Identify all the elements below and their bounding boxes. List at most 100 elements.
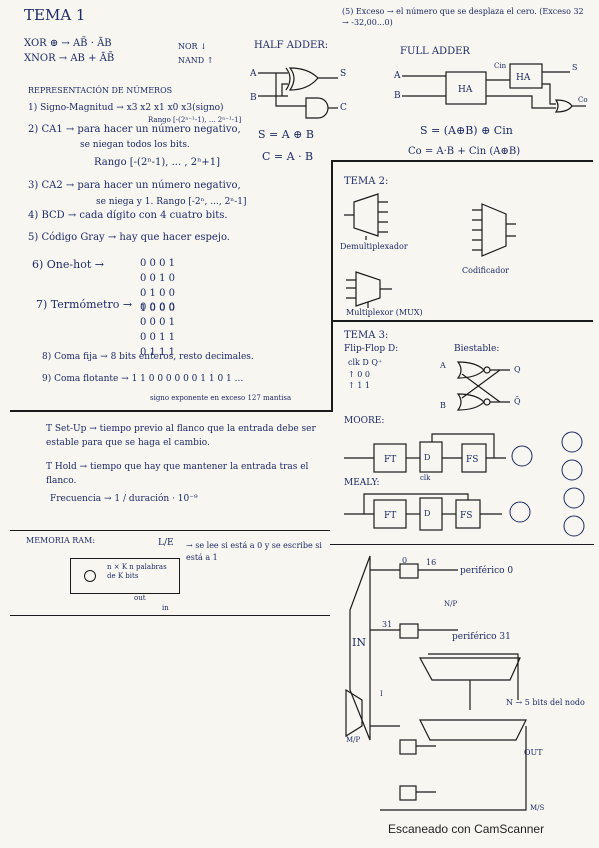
flipflop-header: clk D Q⁺ (348, 358, 383, 367)
full-adder-title: FULL ADDER (400, 46, 470, 57)
half-adder-sum: S = A ⊕ B (258, 128, 314, 141)
svg-text:D: D (424, 453, 430, 462)
coder-label: Codificador (462, 266, 509, 275)
ram-input-icon (84, 570, 96, 582)
mux-label: Multiplexor (MUX) (346, 308, 423, 317)
moore-title: MOORE: (344, 416, 385, 426)
ram-le: L/E (158, 538, 174, 548)
repr-9: 9) Coma flotante → 1 1 0 0 0 0 0 0 1 1 0… (42, 374, 244, 384)
moore-clk: clk (420, 474, 431, 482)
svg-text:B: B (440, 401, 446, 410)
demux-label: Demultiplexador (340, 242, 408, 251)
repr-3: 3) CA2 → para hacer un número negativo, (28, 180, 241, 191)
termometro-row: 0 0 0 0 (140, 302, 175, 313)
svg-text:Q̄: Q̄ (514, 397, 521, 406)
biestable-title: Biestable: (454, 344, 500, 354)
divider-tema2-left (331, 160, 333, 412)
xor-formula: XOR ⊕ → AB̄ · ĀB (24, 38, 112, 49)
bus-mp: M/P (346, 736, 361, 744)
divider-ram-top (10, 530, 330, 531)
termometro-row: 0 0 0 1 (140, 317, 175, 328)
bus-np: N/P (444, 600, 458, 608)
tsetup-note: T Set-Up → tiempo previo al flanco que l… (46, 424, 316, 448)
bus-out: OUT (524, 748, 543, 757)
full-adder-sum: S = (A⊕B) ⊕ Cin (420, 124, 513, 137)
half-adder-carry: C = A · B (262, 150, 314, 163)
svg-text:A: A (393, 71, 401, 81)
thold-note: T Hold → tiempo que hay que mantener la … (46, 462, 309, 486)
flipflop-row: ↑ 0 0 (348, 370, 370, 379)
svg-text:FT: FT (384, 511, 396, 521)
scanner-watermark: Escaneado con CamScanner (388, 822, 545, 836)
onehot-table: 0 0 0 1 0 0 1 0 0 1 0 0 1 0 0 0 (140, 258, 175, 314)
ram-in: in (162, 604, 169, 612)
repr-3b: se niega y 1. Rango [-2ⁿ, ..., 2ⁿ-1] (96, 197, 247, 207)
mealy-diagram: FT D FS (344, 487, 585, 537)
xnor-formula: XNOR → AB + ĀB̄ (24, 53, 115, 64)
bus-i: I (380, 690, 383, 698)
svg-text:B: B (394, 91, 401, 101)
half-adder-title: HALF ADDER: (254, 40, 329, 51)
divider-bus-top (330, 544, 594, 545)
coder-symbol (472, 203, 516, 257)
repr-2-range: Rango [-(2ⁿ-1), ... , 2ⁿ+1] (94, 157, 221, 168)
repr-9-labels: signo exponente en exceso 127 mantisa (150, 394, 292, 402)
repr-6: 6) One-hot → (32, 258, 104, 271)
svg-text:A: A (249, 69, 257, 79)
svg-text:A: A (439, 361, 446, 370)
svg-text:C: C (340, 103, 347, 113)
repr-2b: se niegan todos los bits. (80, 140, 190, 150)
divider-tema2-bottom (331, 320, 593, 322)
bus-periferico-31: periférico 31 (452, 632, 511, 642)
moore-diagram: FT D FS (344, 431, 583, 481)
ram-title: MEMORIA RAM: (26, 536, 95, 545)
half-adder-diagram: A B S C (249, 67, 347, 119)
onehot-row: 1 0 0 0 (140, 303, 175, 314)
bus-label-16: 16 (426, 558, 437, 567)
termometro-row: 0 0 1 1 (140, 332, 175, 343)
bus-diagram (345, 555, 527, 811)
repr-title: REPRESENTACIÓN DE NÚMEROS (28, 86, 173, 95)
svg-text:B: B (250, 93, 257, 103)
bus-periferico-0: periférico 0 (460, 566, 514, 576)
full-adder-carry: Co = A·B + Cin (A⊕B) (408, 146, 521, 157)
ram-out: out (134, 594, 146, 602)
bus-in: IN (352, 636, 366, 649)
termometro-table: 0 0 0 0 0 0 0 1 0 0 1 1 0 1 1 1 (140, 302, 175, 358)
svg-text:HA: HA (516, 73, 531, 83)
repr-7: 7) Termómetro → (36, 298, 133, 311)
mealy-title: MEALY: (344, 478, 380, 488)
svg-text:S: S (340, 69, 346, 79)
tema1-title: TEMA 1 (24, 6, 86, 24)
repr-8: 8) Coma fija → 8 bits enteros, resto dec… (42, 352, 254, 362)
svg-text:S: S (572, 63, 577, 72)
flipflop-title: Flip-Flop D: (344, 344, 399, 354)
ram-box-label: n × K n palabras de K bits (107, 563, 167, 580)
nand-label: NAND ↑ (178, 56, 214, 65)
ram-le-note: → se lee si está a 0 y se escribe si est… (186, 541, 322, 562)
full-adder-diagram: A B HA HA Cin S Co (393, 62, 588, 113)
divider-tema1-bottom (10, 410, 332, 412)
svg-text:FT: FT (384, 455, 396, 465)
repr-2: 2) CA1 → para hacer un número negativo, (28, 124, 241, 135)
divider-tema2-top (331, 160, 593, 162)
repr-1-range: Rango [-(2ⁿ⁻¹-1), ... 2ⁿ⁻¹-1] (148, 116, 242, 124)
onehot-row: 0 1 0 0 (140, 288, 175, 299)
nor-label: NOR ↓ (178, 42, 207, 51)
svg-text:Co: Co (578, 96, 588, 104)
onehot-row: 0 0 0 1 (140, 258, 175, 269)
bus-n-bits: N → 5 bits del nodo (506, 698, 585, 707)
svg-text:FS: FS (460, 511, 472, 521)
mux-symbol (346, 271, 392, 308)
ram-box: n × K n palabras de K bits (70, 558, 180, 594)
bus-label-0: 0 (402, 556, 408, 565)
svg-text:HA: HA (458, 85, 473, 95)
svg-text:Q: Q (514, 365, 521, 374)
divider-ram-bottom (10, 615, 330, 616)
bus-ms: M/S (530, 804, 545, 812)
tema3-title: TEMA 3: (344, 330, 389, 341)
demux-symbol (344, 193, 388, 240)
svg-text:Cin: Cin (494, 62, 507, 70)
onehot-row: 0 0 1 0 (140, 273, 175, 284)
